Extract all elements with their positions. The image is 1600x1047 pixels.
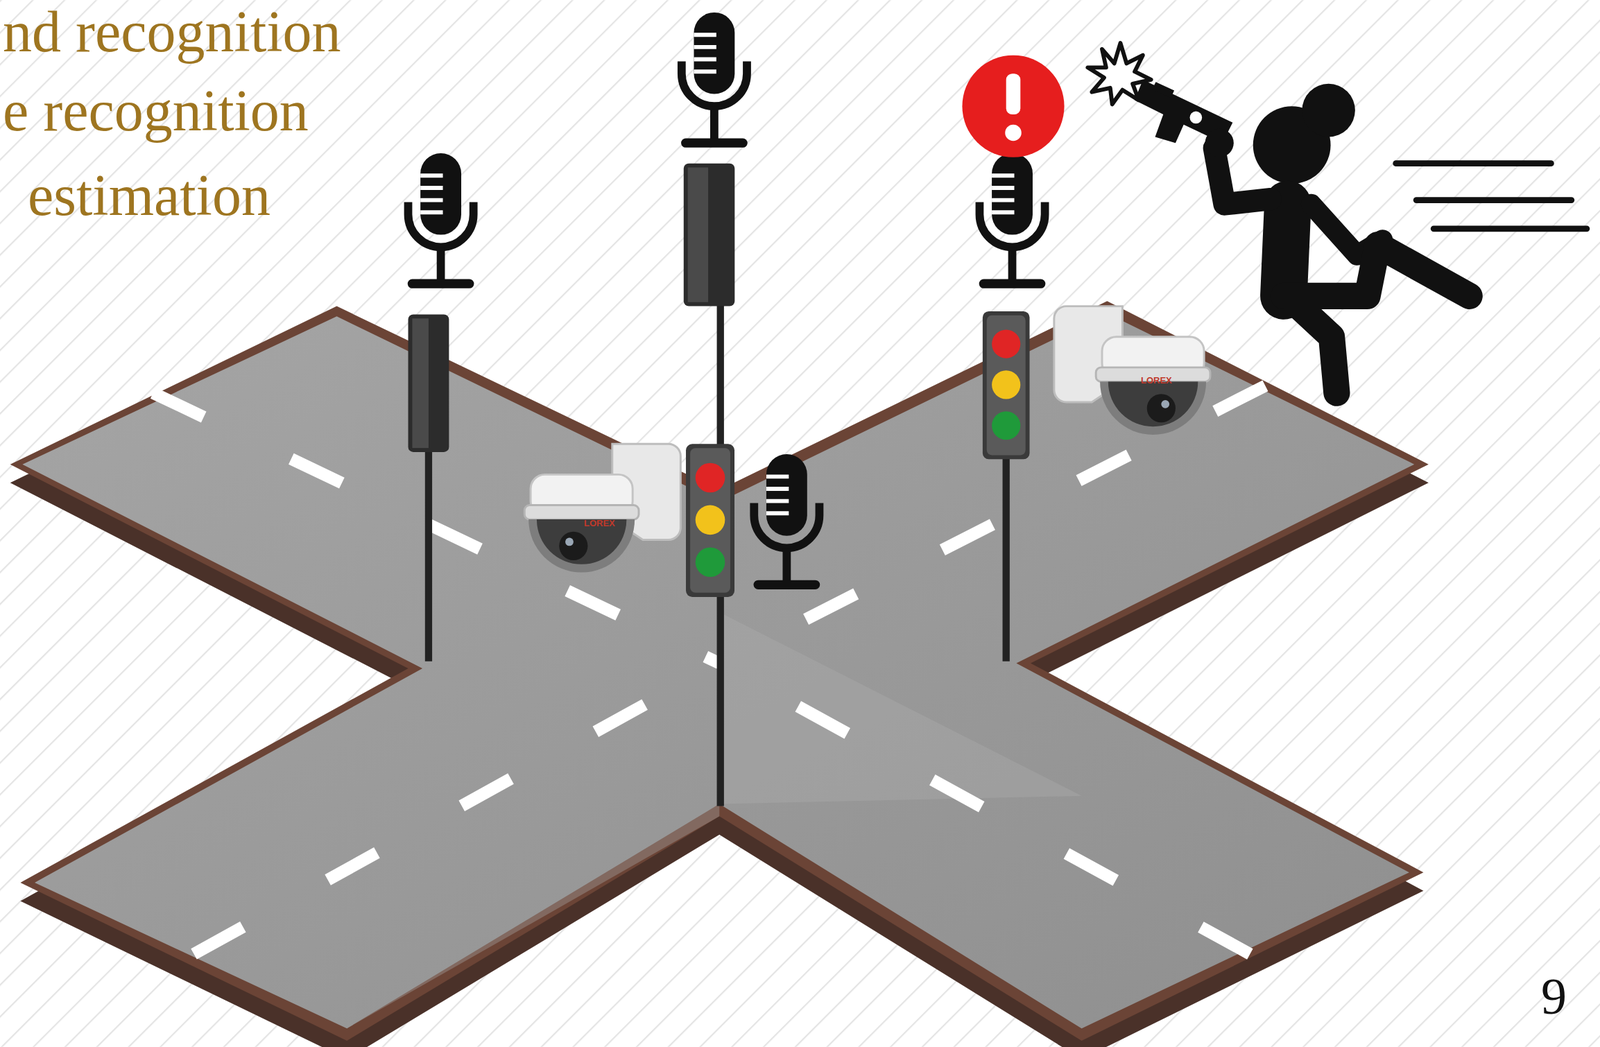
bullet-text: e recognition: [2, 81, 309, 141]
running-person: [1205, 83, 1470, 394]
bullet-text: estimation: [27, 166, 271, 225]
traffic-light: [982, 311, 1030, 460]
bullet-text: nd recognition: [2, 2, 342, 62]
page-number: 9: [1541, 970, 1567, 1023]
camera-brand: LOREX: [1140, 375, 1173, 385]
camera-brand: LOREX: [583, 518, 616, 528]
microphone: [753, 454, 820, 585]
traffic-light: [685, 443, 735, 598]
microphone: [681, 12, 747, 143]
dome-camera: [524, 443, 681, 573]
alert-icon: [961, 55, 1064, 158]
microphone: [979, 153, 1045, 284]
speed-lines: [1396, 163, 1587, 229]
dome-camera: [1054, 306, 1211, 435]
microphone: [408, 153, 474, 284]
